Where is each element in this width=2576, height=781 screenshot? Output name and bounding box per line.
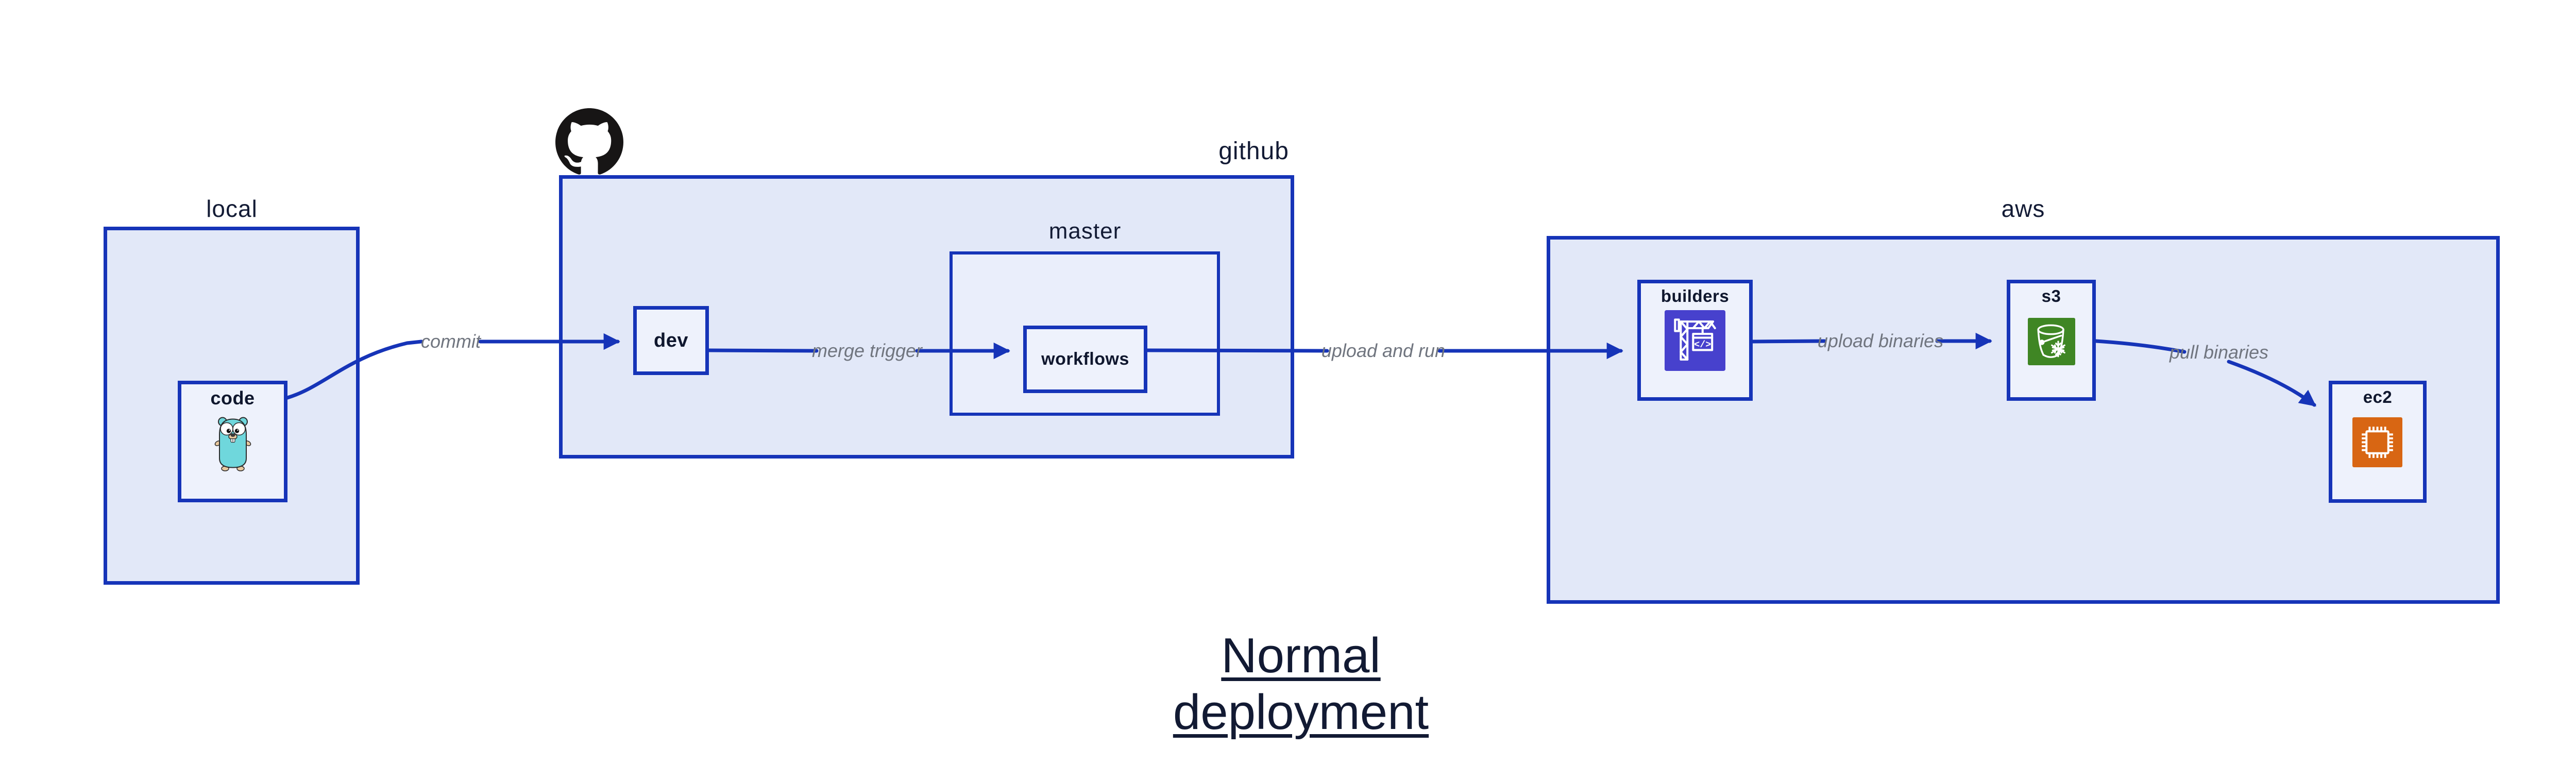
node-dev-label: dev xyxy=(654,330,688,351)
page-title: Normal deployment xyxy=(1173,628,1429,740)
node-builders-label: builders xyxy=(1660,286,1730,305)
codebuild-glyph: </> xyxy=(1694,339,1711,350)
node-ec2-label: ec2 xyxy=(2363,387,2393,406)
node-workflows-label: workflows xyxy=(1041,349,1129,369)
node-workflows xyxy=(1023,326,1147,393)
group-master-label: master xyxy=(1048,218,1122,244)
codebuild-crane-icon: </> xyxy=(1665,310,1725,371)
node-s3 xyxy=(2007,280,2096,401)
group-local-label: local xyxy=(206,195,258,222)
edge-label-pull-binaries: pull binaries xyxy=(2169,342,2269,363)
github-octocat-icon xyxy=(555,108,623,176)
edge-label-upload-and-run: upload and run xyxy=(1321,340,1446,361)
node-s3-label: s3 xyxy=(2041,286,2061,305)
go-gopher-icon xyxy=(212,412,253,475)
edge-label-merge-trigger: merge trigger xyxy=(811,340,923,361)
s3-glacier-bucket-icon xyxy=(2028,318,2075,365)
ec2-chip-icon xyxy=(2352,417,2402,467)
group-aws-label: aws xyxy=(2001,195,2045,222)
edge-label-commit: commit xyxy=(421,331,481,352)
node-code-label: code xyxy=(210,387,255,409)
group-github-label: github xyxy=(1218,138,1289,165)
node-dev xyxy=(633,306,709,375)
edge-label-upload-binaries: upload binaries xyxy=(1817,330,1944,351)
